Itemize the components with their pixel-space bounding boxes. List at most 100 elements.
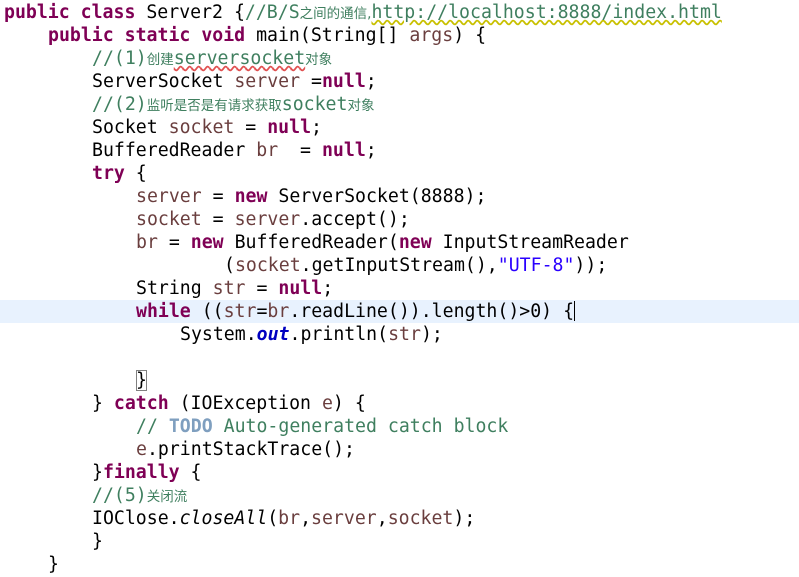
code-token: String — [136, 278, 213, 299]
code-line-text: BufferedReader br = null; — [92, 139, 377, 162]
code-token: str — [223, 301, 257, 322]
code-line-text: ServerSocket server =null; — [92, 70, 377, 93]
code-token — [114, 25, 125, 46]
code-token: br — [278, 508, 301, 529]
code-line-text: //(2)监听是否是有请求获取socket对象 — [92, 93, 374, 118]
code-line-text: } — [92, 530, 103, 553]
code-token: TODO — [168, 416, 213, 437]
code-token: = — [234, 117, 268, 138]
code-token: (( — [190, 301, 224, 322]
code-line-text: IOClose.closeAll(br,server,socket); — [92, 507, 475, 530]
code-line[interactable]: } catch (IOException e) { — [0, 392, 799, 415]
code-token: finally — [102, 462, 180, 483]
code-token: } — [92, 393, 114, 414]
code-line[interactable]: e.printStackTrace(); — [0, 438, 799, 461]
code-line[interactable]: } — [0, 530, 799, 553]
code-token: } — [48, 554, 59, 575]
matching-brace: } — [136, 370, 147, 391]
code-token: .accept(); — [300, 209, 410, 230]
code-token: 之间的通信, — [299, 6, 372, 22]
code-token: catch — [113, 393, 169, 414]
code-line[interactable]: Socket socket = null; — [0, 116, 799, 139]
code-line-text: } — [48, 553, 59, 576]
code-token: = — [300, 71, 322, 92]
code-token: ); — [420, 324, 443, 345]
code-token: { — [124, 163, 147, 184]
code-token: Socket — [92, 117, 169, 138]
code-line[interactable]: //(1)创建serversocket对象 — [0, 47, 799, 70]
code-token: null — [321, 140, 366, 161]
code-line[interactable]: public class Server2 {//B/S之间的通信,http://… — [0, 1, 799, 24]
code-token: server — [136, 186, 202, 207]
code-token: ) { — [453, 25, 487, 46]
code-token: //(5) — [92, 485, 147, 506]
code-token: socket — [234, 255, 301, 276]
code-line-text: while ((str=br.readLine()).length()>0) { — [136, 300, 576, 323]
code-token: = — [201, 186, 235, 207]
code-token: ( — [267, 508, 279, 529]
code-line-text: } — [136, 369, 147, 392]
code-line[interactable]: IOClose.closeAll(br,server,socket); — [0, 507, 799, 530]
code-token: .printStackTrace(); — [146, 439, 355, 460]
code-token: socket — [281, 94, 348, 115]
code-line-text: e.printStackTrace(); — [136, 438, 355, 461]
code-line[interactable]: System.out.println(str); — [0, 323, 799, 346]
code-line[interactable] — [0, 346, 799, 369]
code-token: 对象 — [305, 52, 333, 68]
code-token: null — [267, 117, 312, 138]
current-code-line[interactable]: while ((str=br.readLine()).length()>0) { — [0, 300, 799, 323]
code-line[interactable]: (socket.getInputStream(),"UTF-8")); — [0, 254, 799, 277]
code-token: //(1) — [92, 48, 147, 69]
code-line[interactable]: //(5)关闭流 — [0, 484, 799, 507]
code-line[interactable]: String str = null; — [0, 277, 799, 300]
code-token: = — [201, 209, 235, 230]
code-token: ) { — [332, 393, 366, 414]
code-line[interactable]: BufferedReader br = null; — [0, 139, 799, 162]
code-line[interactable]: br = new BufferedReader(new InputStreamR… — [0, 231, 799, 254]
code-line[interactable]: } — [0, 369, 799, 392]
code-token: out — [256, 324, 290, 345]
code-line[interactable]: // TODO Auto-generated catch block — [0, 415, 799, 438]
code-token: null — [321, 71, 366, 92]
code-line-text: //(1)创建serversocket对象 — [92, 47, 332, 72]
code-token: br — [256, 140, 279, 161]
code-line[interactable]: //(2)监听是否是有请求获取socket对象 — [0, 93, 799, 116]
code-token: .readLine()).length()>0) { — [289, 301, 575, 322]
code-line[interactable]: server = new ServerSocket(8888); — [0, 185, 799, 208]
code-token: 关闭流 — [146, 489, 188, 505]
code-line-text: public class Server2 {//B/S之间的通信,http://… — [4, 1, 722, 26]
code-token: socket — [387, 508, 454, 529]
code-line-text: //(5)关闭流 — [92, 484, 187, 509]
code-line-text: public static void main(String[] args) { — [48, 24, 486, 47]
code-token: class — [80, 2, 136, 23]
code-line[interactable]: socket = server.accept(); — [0, 208, 799, 231]
code-token: = — [245, 278, 279, 299]
code-token: br — [267, 301, 290, 322]
code-line-text: socket = server.accept(); — [136, 208, 410, 231]
code-line[interactable]: } — [0, 553, 799, 576]
code-token: public — [4, 2, 70, 23]
code-line-text: br = new BufferedReader(new InputStreamR… — [136, 231, 629, 254]
code-token: // — [136, 416, 169, 437]
code-line-text: try { — [92, 162, 147, 185]
code-token: socket — [168, 117, 235, 138]
code-token: 监听是否是有请求获取 — [146, 98, 282, 114]
code-line[interactable]: public static void main(String[] args) { — [0, 24, 799, 47]
code-token: Auto-generated catch block — [212, 416, 509, 437]
code-token: { — [179, 462, 202, 483]
code-line[interactable]: try { — [0, 162, 799, 185]
code-token: BufferedReader — [92, 140, 257, 161]
code-line-text: } catch (IOException e) { — [92, 392, 366, 415]
code-token: null — [278, 278, 323, 299]
code-line[interactable]: }finally { — [0, 461, 799, 484]
code-token: ; — [311, 117, 322, 138]
code-token: try — [92, 163, 125, 184]
code-token — [190, 25, 201, 46]
code-token: main(String[] — [245, 25, 410, 46]
code-token: ; — [365, 140, 377, 161]
code-token: )); — [574, 255, 608, 276]
code-token: str — [388, 324, 421, 345]
code-token: //(2) — [92, 94, 147, 115]
code-line[interactable]: ServerSocket server =null; — [0, 70, 799, 93]
